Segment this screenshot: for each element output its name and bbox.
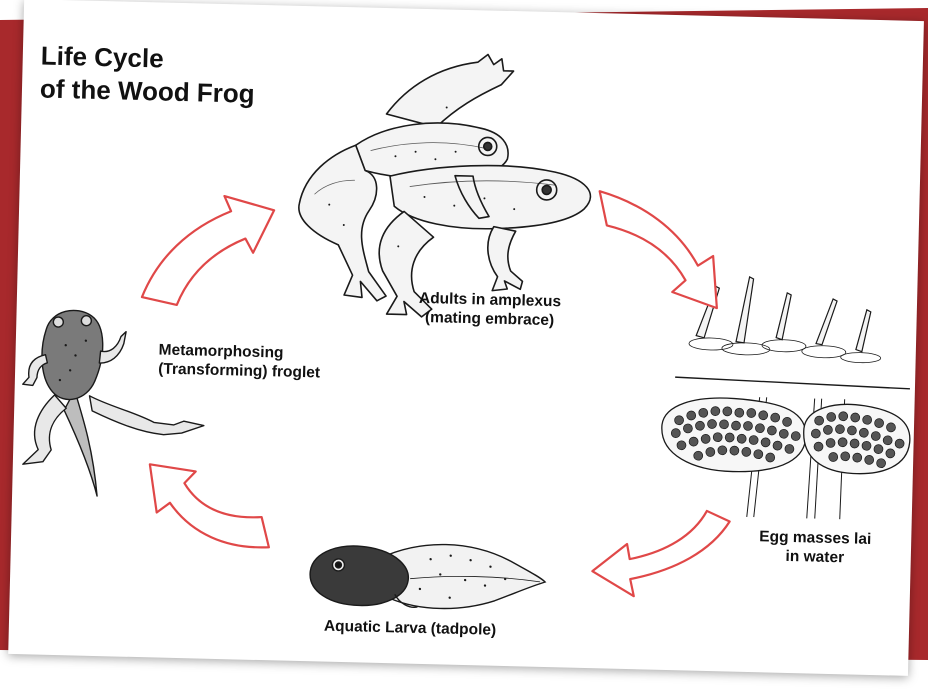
arrow-eggs-to-larva [592, 508, 730, 598]
arrow-froglet-to-adults [142, 194, 275, 307]
cycle-arrows [8, 0, 924, 676]
diagram-card: Life Cycle of the Wood Frog [8, 0, 924, 676]
arrow-adults-to-eggs [597, 191, 720, 308]
arrow-larva-to-froglet [148, 464, 271, 547]
